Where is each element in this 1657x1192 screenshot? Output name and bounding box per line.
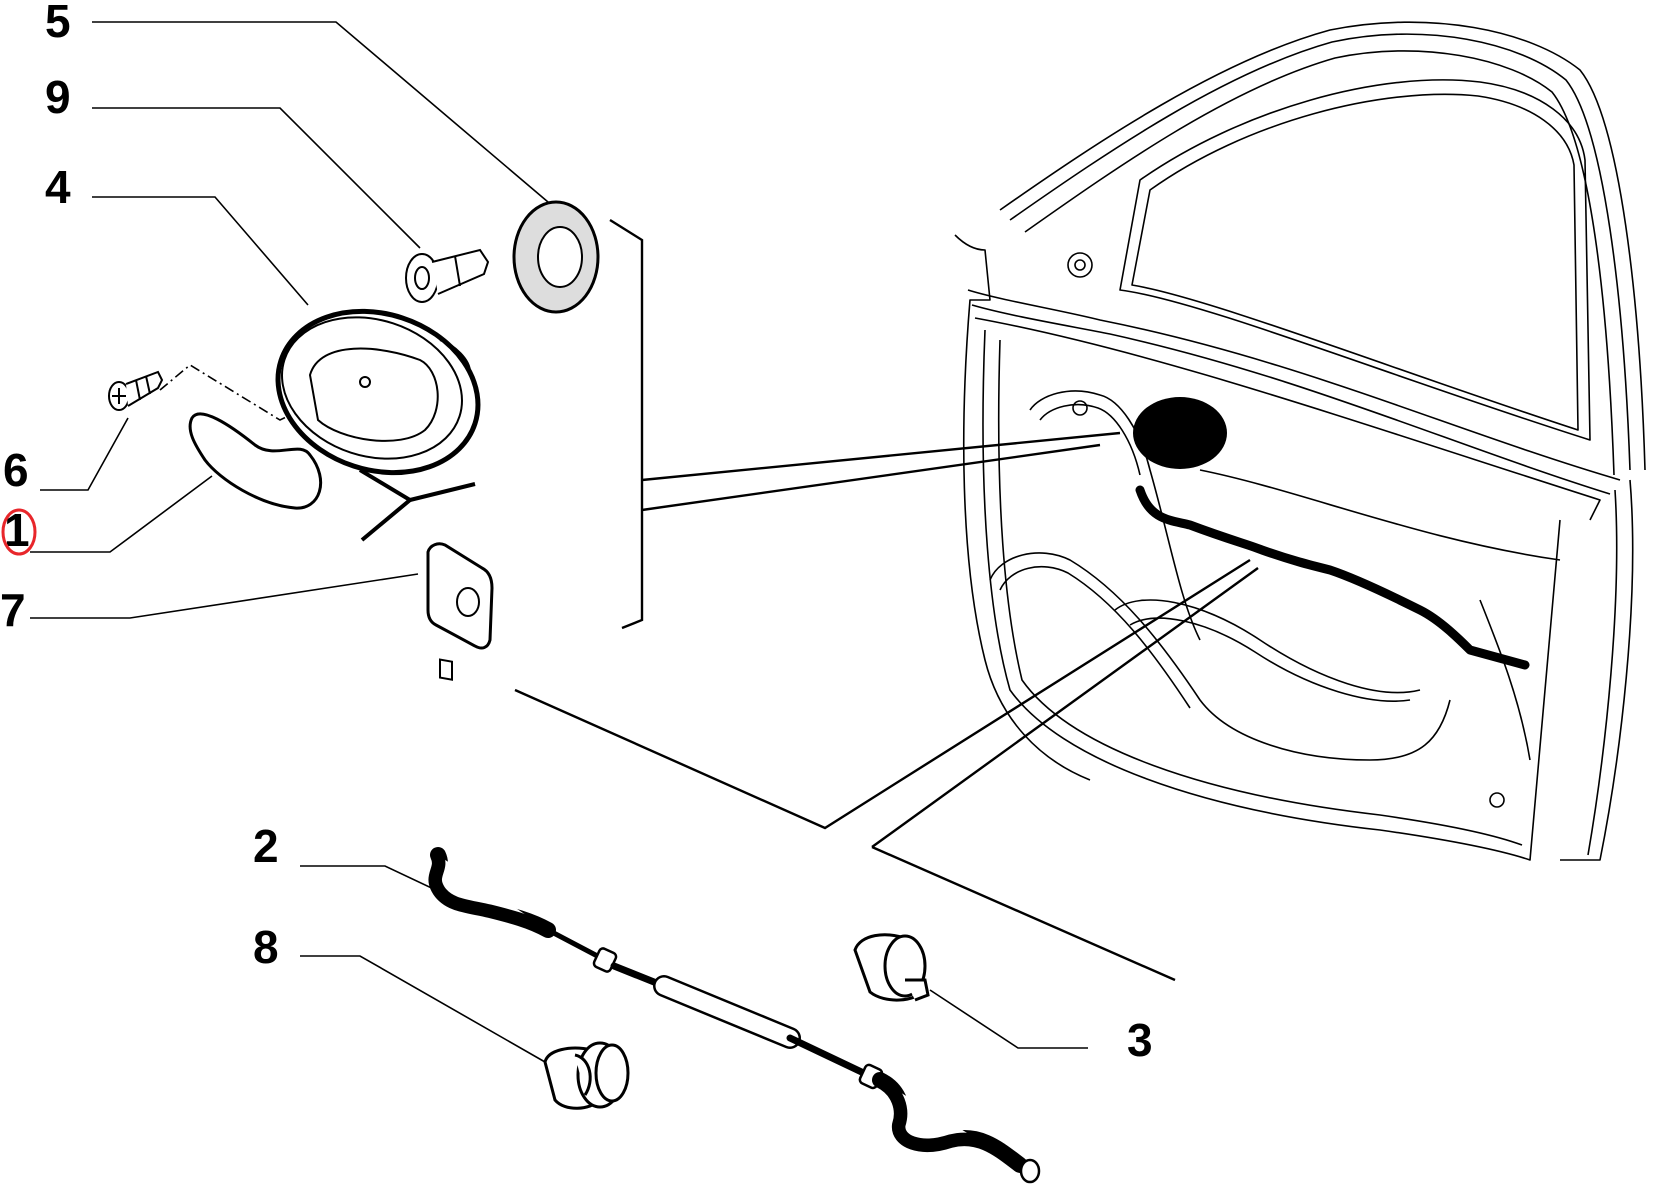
callout-labels: 5 9 4 6 1 7 2 8 3	[0, 0, 1153, 1066]
part-9-push-pin	[405, 248, 490, 303]
part-8-grommet	[543, 1041, 630, 1110]
part-3-grommet	[853, 933, 930, 1002]
part-6-screw	[108, 370, 164, 411]
door-wiring-harness	[1135, 485, 1530, 670]
car-door-outline	[954, 21, 1646, 861]
part-5-gasket	[512, 200, 600, 314]
callout-6: 6	[3, 444, 29, 496]
leader-lines	[30, 21, 1259, 1063]
callout-4: 4	[45, 161, 71, 213]
highlight-circle-callout-1	[1, 508, 37, 556]
part-7-square-pad	[426, 542, 494, 681]
part-2-cable	[428, 847, 1041, 1184]
door-speaker-opening	[1133, 397, 1227, 469]
callout-9: 9	[45, 71, 71, 123]
callout-5: 5	[45, 0, 71, 47]
part-1-foam-pad	[188, 412, 323, 510]
part-4-speaker	[275, 308, 481, 542]
callout-8: 8	[253, 921, 279, 973]
callout-2: 2	[253, 820, 279, 872]
callout-3: 3	[1127, 1014, 1153, 1066]
callout-7: 7	[0, 584, 26, 636]
